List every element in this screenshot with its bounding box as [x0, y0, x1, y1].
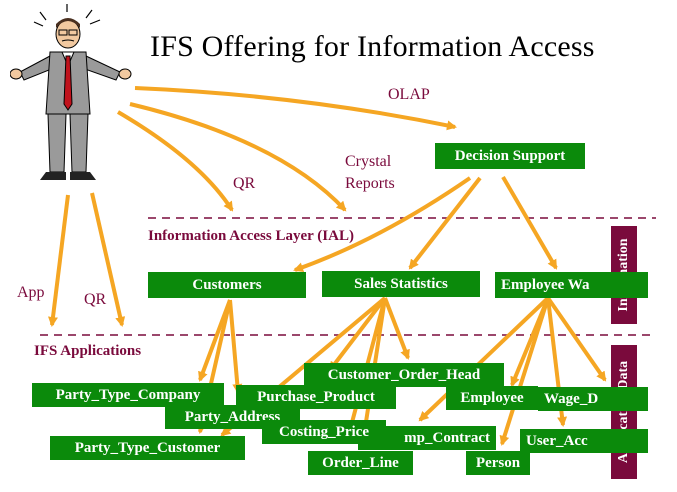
arrow-emp-person — [499, 297, 550, 446]
person-figure — [10, 4, 132, 180]
party-type-customer-box: Party_Type_Customer — [50, 436, 245, 460]
sales-statistics-box: Sales Statistics — [322, 271, 480, 297]
olap-label: OLAP — [388, 86, 430, 103]
arrow-ds-customers — [293, 176, 472, 273]
page-title: IFS Offering for Information Access — [150, 30, 595, 63]
qr-left-label: QR — [84, 291, 107, 308]
arrow-app — [48, 194, 70, 327]
user-acc-box: User_Acc — [520, 429, 648, 453]
order-line-box: Order_Line — [308, 451, 413, 475]
employee-wa-box: Employee Wa — [495, 272, 648, 298]
apps-layer-label: IFS Applications — [34, 343, 142, 359]
arrow-crystal — [129, 102, 347, 212]
costing-price-box: Costing_Price — [262, 420, 386, 444]
customers-box: Customers — [148, 272, 306, 298]
arrow-olap — [134, 86, 457, 131]
person-box: Person — [466, 451, 530, 475]
arrow-qr-top — [116, 110, 234, 212]
arrow-emp-contract — [418, 296, 550, 422]
party-address-box: Party_Address — [165, 405, 300, 429]
qr-top-label: QR — [233, 175, 256, 192]
reports-label: Reports — [345, 175, 395, 192]
crystal-label: Crystal — [345, 153, 392, 170]
arrow-sales-coh2 — [383, 297, 410, 360]
employee-box: Employee — [446, 386, 538, 410]
party-type-company-box: Party_Type_Company — [32, 383, 224, 407]
purchase-product-box: Purchase_Product — [236, 385, 396, 409]
wage-d-box: Wage_D — [538, 387, 648, 411]
arrow-ds-employee — [501, 175, 558, 270]
app-label: App — [17, 284, 45, 301]
arrow-sales-coh — [328, 296, 387, 372]
arrow-emp-wage — [546, 296, 607, 382]
decision-support-box: Decision Support — [435, 143, 585, 169]
arrow-ds-sales — [408, 176, 482, 270]
application-data-tab: Application Data — [611, 345, 637, 479]
ial-layer-label: Information Access Layer (IAL) — [148, 228, 354, 244]
arrow-qr-left — [90, 192, 126, 327]
customer-order-head-box: Customer_Order_Head — [304, 363, 504, 387]
arrow-cust-pa — [228, 299, 243, 394]
